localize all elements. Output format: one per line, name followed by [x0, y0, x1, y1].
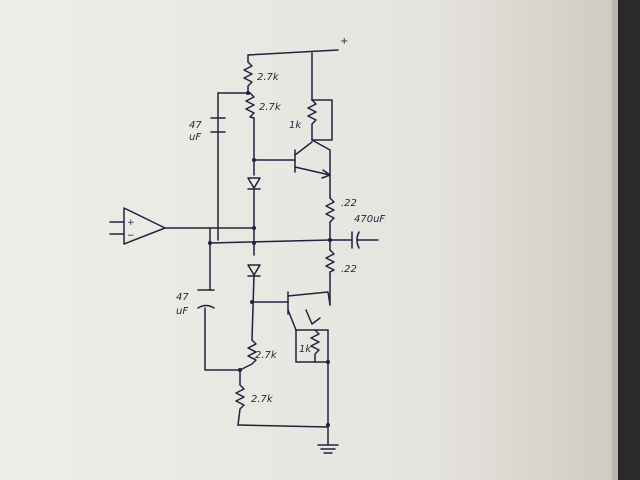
r-top-2-label: 2.7k: [259, 102, 282, 113]
junction-dots: [208, 91, 332, 427]
cap-top-unit-label: uF: [189, 132, 201, 143]
cap-top-value-label: 47: [189, 120, 202, 131]
opamp-plus-label: +: [127, 218, 135, 228]
capacitor-output: [329, 231, 379, 249]
transistor-lower-pnp: [287, 291, 331, 331]
cap-bottom-unit-label: uF: [176, 306, 188, 317]
r-emitter-upper-label: .22: [341, 198, 357, 209]
resistor-r-bottom-2: [235, 369, 245, 426]
r-bottom-emitter-label: 1k: [299, 344, 312, 355]
capacitor-top: [210, 117, 226, 133]
supply-positive-label: +: [340, 36, 348, 47]
resistor-r-emitter-upper: [325, 197, 335, 223]
output-cap-label: 470uF: [354, 214, 385, 225]
cap-bottom-value-label: 47: [176, 292, 189, 303]
resistor-r-emitter-lower: [325, 249, 335, 273]
capacitor-bottom: [197, 289, 215, 319]
resistor-r-top-2: [245, 92, 255, 119]
resistor-r-top-emitter: [307, 99, 333, 141]
resistor-r-bottom-emitter: [295, 329, 329, 363]
r-bottom-2-label: 2.7k: [251, 394, 274, 405]
r-top-1-label: 2.7k: [257, 72, 280, 83]
ground-symbol: [317, 444, 339, 454]
diode-lower: [247, 264, 261, 277]
r-top-emitter-label: 1k: [289, 120, 302, 131]
r-bottom-1-label: 2.7k: [255, 350, 278, 361]
resistor-r-top-1: [243, 61, 253, 94]
component-labels: + 2.7k 2.7k 1k 47 uF .22 470uF .22 47 uF…: [176, 36, 385, 405]
r-emitter-lower-label: .22: [341, 264, 357, 275]
paper-edge: [612, 0, 618, 480]
opamp-minus-label: −: [127, 231, 135, 241]
main-wiring: [164, 49, 339, 446]
resistor-r-bottom-1: [239, 339, 257, 371]
transistor-upper-npn: [294, 139, 331, 179]
diode-upper: [247, 177, 261, 190]
opamp: + −: [109, 207, 166, 245]
